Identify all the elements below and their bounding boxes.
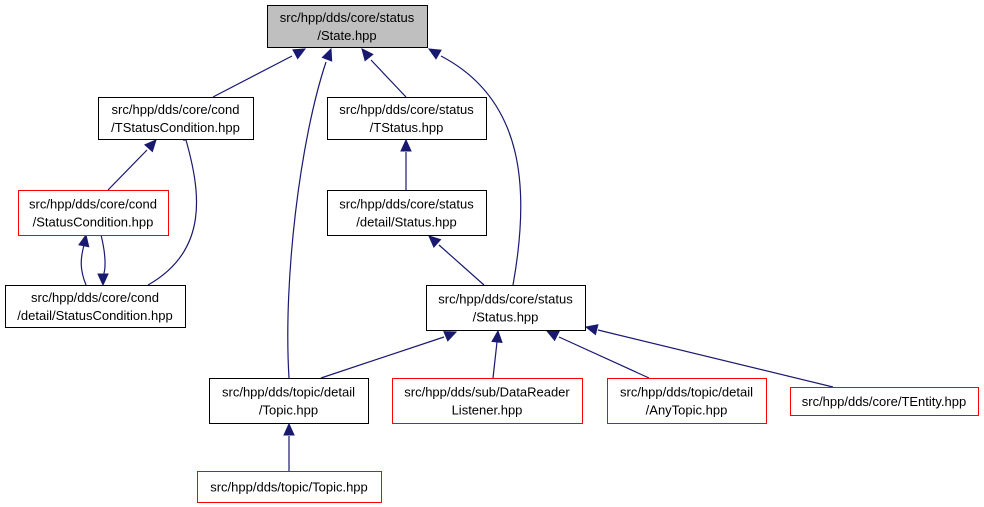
node-box[interactable] <box>209 378 369 424</box>
node-box[interactable] <box>197 471 382 503</box>
node-box[interactable] <box>18 190 169 236</box>
edge-line <box>558 336 650 379</box>
node-tstatuscondition[interactable]: src/hpp/dds/core/cond/TStatusCondition.h… <box>98 97 254 140</box>
edge-line <box>287 61 327 379</box>
node-label-line: src/hpp/dds/core/status <box>339 102 474 117</box>
node-statuscondition[interactable]: src/hpp/dds/core/cond/StatusCondition.hp… <box>18 190 169 236</box>
node-box[interactable] <box>327 190 487 236</box>
arrow-head <box>321 47 333 62</box>
edge-line <box>597 329 834 388</box>
node-label-line: /detail/Status.hpp <box>356 215 456 230</box>
node-label-line: /TStatus.hpp <box>370 120 444 135</box>
node-label-line: /TStatusCondition.hpp <box>111 120 240 135</box>
arrow-head <box>428 235 442 248</box>
edge-detail-status-to-tstatus <box>400 138 412 190</box>
arrow-head <box>283 422 295 436</box>
node-box[interactable] <box>392 378 583 424</box>
node-box[interactable] <box>98 97 254 140</box>
arrow-head <box>584 324 599 336</box>
node-label-line: src/hpp/dds/core/TEntity.hpp <box>802 394 967 409</box>
edge-line <box>370 59 407 98</box>
edge-line <box>438 244 485 286</box>
node-box[interactable] <box>5 285 186 328</box>
node-topic-detail[interactable]: src/hpp/dds/topic/detail/Topic.hpp <box>209 378 369 424</box>
edge-status-to-detail-status <box>428 235 485 286</box>
nodes: src/hpp/dds/core/status/State.hppsrc/hpp… <box>5 5 979 503</box>
node-detail-statuscondition[interactable]: src/hpp/dds/core/cond/detail/StatusCondi… <box>5 285 186 328</box>
node-tstatus[interactable]: src/hpp/dds/core/status/TStatus.hpp <box>327 97 487 140</box>
edge-line <box>320 336 445 379</box>
edge-statuscondition-to-tstatuscondition <box>107 139 157 191</box>
node-label-line: src/hpp/dds/core/status <box>339 197 474 212</box>
edge-topic-detail-to-status <box>320 331 458 379</box>
node-topic[interactable]: src/hpp/dds/topic/Topic.hpp <box>197 471 382 503</box>
edge-detail-statuscondition-to-tstatuscondition <box>147 139 198 286</box>
node-status[interactable]: src/hpp/dds/core/status/Status.hpp <box>426 285 586 331</box>
edge-line <box>100 234 106 277</box>
arrow-head <box>491 329 503 343</box>
node-label-line: /State.hpp <box>317 28 376 43</box>
edge-topic-to-topic-detail <box>283 422 295 471</box>
arrow-head <box>400 138 412 152</box>
node-label-line: /AnyTopic.hpp <box>646 403 728 418</box>
node-label-line: src/hpp/dds/core/status <box>280 10 415 25</box>
arrow-head <box>97 273 109 287</box>
node-label-line: src/hpp/dds/core/cond <box>29 197 157 212</box>
node-label-line: Listener.hpp <box>452 403 523 418</box>
edge-line <box>212 55 293 98</box>
node-state[interactable]: src/hpp/dds/core/status/State.hpp <box>267 5 428 48</box>
arrow-head <box>545 330 560 342</box>
node-label-line: src/hpp/dds/core/status <box>438 292 573 307</box>
node-anytopic[interactable]: src/hpp/dds/topic/detail/AnyTopic.hpp <box>607 378 767 424</box>
edges <box>78 47 834 471</box>
arrow-head <box>78 233 90 248</box>
node-label-line: /Status.hpp <box>473 310 539 325</box>
arrow-head <box>361 48 374 62</box>
node-label-line: /Topic.hpp <box>259 403 318 418</box>
node-box[interactable] <box>267 5 428 48</box>
edge-datareaderlistener-to-status <box>491 329 503 379</box>
edge-tentity-to-status <box>584 324 834 388</box>
edge-line <box>80 244 87 286</box>
edge-line <box>147 139 198 286</box>
arrow-head <box>292 48 307 60</box>
edge-anytopic-to-status <box>545 330 650 379</box>
node-label-line: src/hpp/dds/sub/DataReader <box>404 385 570 400</box>
edge-line <box>492 341 498 379</box>
node-label-line: src/hpp/dds/core/cond <box>31 290 159 305</box>
node-label-line: /StatusCondition.hpp <box>33 215 154 230</box>
edge-statuscondition-to-detail-statuscondition <box>97 234 109 287</box>
node-box[interactable] <box>607 378 767 424</box>
node-box[interactable] <box>790 387 979 416</box>
node-label-line: /detail/StatusCondition.hpp <box>17 308 172 323</box>
node-label-line: src/hpp/dds/core/cond <box>112 102 240 117</box>
node-label-line: src/hpp/dds/topic/detail <box>620 385 753 400</box>
arrow-head <box>427 48 442 60</box>
edge-tstatuscondition-to-state <box>212 48 307 98</box>
edge-status-to-state <box>427 48 522 286</box>
edge-topic-detail-to-state <box>287 47 333 379</box>
arrow-head <box>144 139 157 153</box>
node-tentity[interactable]: src/hpp/dds/core/TEntity.hpp <box>790 387 979 416</box>
node-box[interactable] <box>426 285 586 331</box>
node-label-line: src/hpp/dds/topic/Topic.hpp <box>210 480 368 495</box>
edge-detail-statuscondition-to-statuscondition <box>78 233 90 286</box>
arrow-head <box>443 331 458 342</box>
node-box[interactable] <box>327 97 487 140</box>
edge-line <box>107 149 148 191</box>
edge-tstatus-to-state <box>361 48 407 98</box>
edge-line <box>440 55 522 286</box>
node-detail-status[interactable]: src/hpp/dds/core/status/detail/Status.hp… <box>327 190 487 236</box>
node-label-line: src/hpp/dds/topic/detail <box>222 385 355 400</box>
